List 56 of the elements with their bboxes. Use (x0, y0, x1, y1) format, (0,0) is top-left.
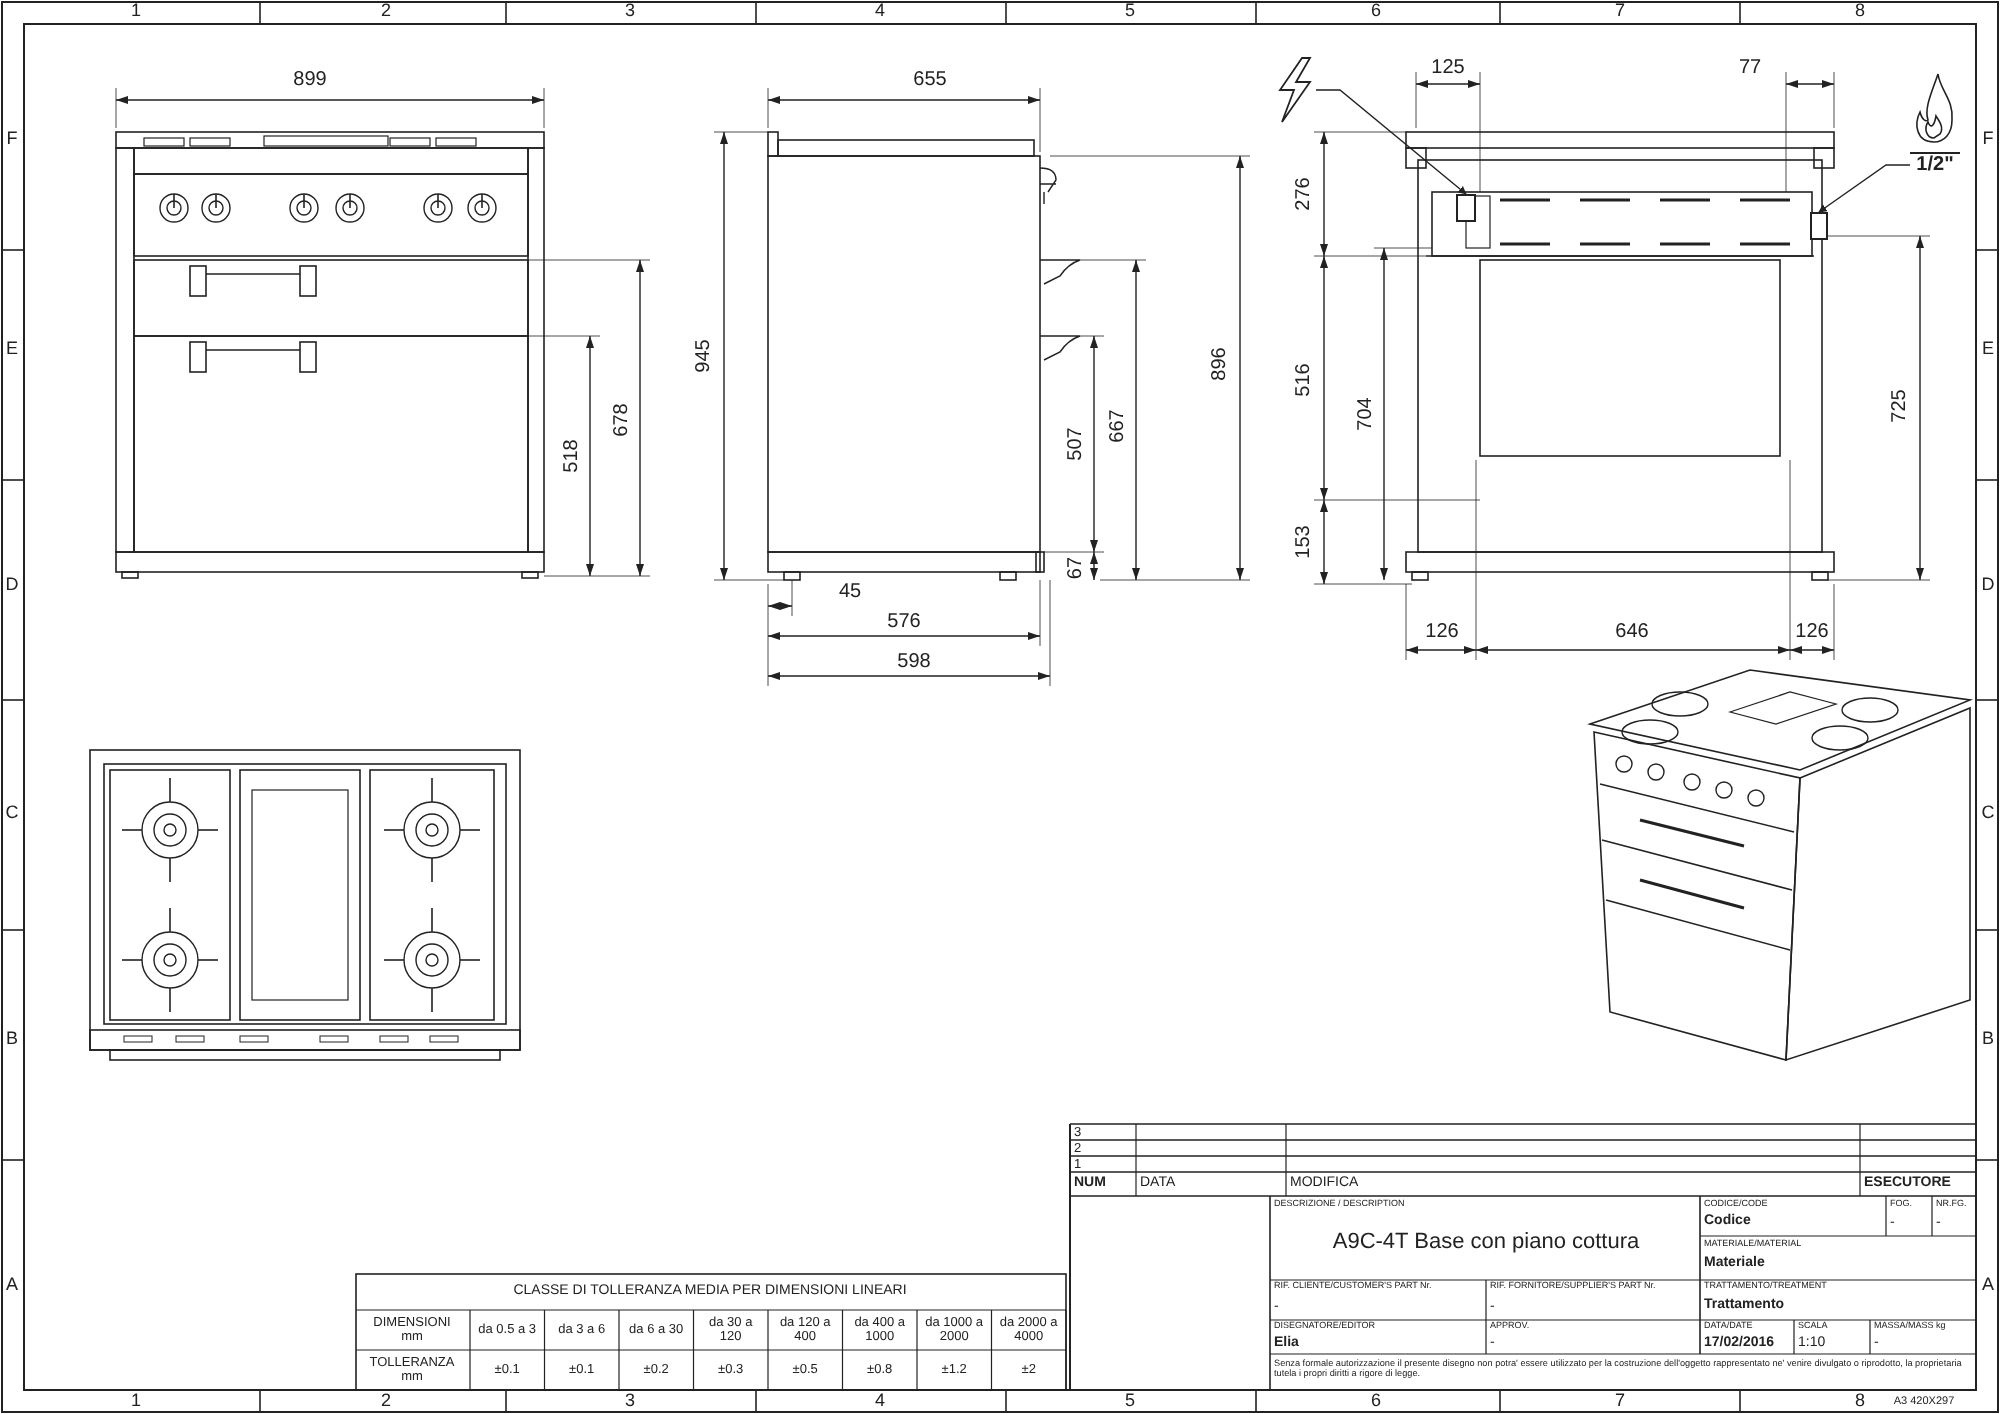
grid-reference: 3 (625, 1392, 635, 1412)
grid-reference: E (1982, 340, 1994, 360)
dimension-text: 45 (838, 581, 862, 603)
grid-reference: B (1982, 1030, 1994, 1050)
grid-reference: 2 (381, 2, 391, 22)
dimension-text: 576 (887, 611, 921, 633)
dimension-text: 598 (897, 651, 931, 673)
dimension-text: 518 (561, 439, 583, 473)
grid-reference: B (6, 1030, 18, 1050)
dimension-text: 126 (1425, 621, 1459, 643)
grid-reference: 2 (381, 1392, 391, 1412)
grid-reference: 3 (625, 2, 635, 22)
grid-reference: C (5, 804, 19, 824)
grid-reference: 4 (875, 2, 885, 22)
dimension-text: 77 (1738, 57, 1762, 79)
grid-reference: 5 (1125, 2, 1135, 22)
dimension-text: 126 (1795, 621, 1829, 643)
dimension-text: 507 (1065, 427, 1087, 461)
grid-reference: 7 (1615, 2, 1625, 22)
electrical-connection-box (1456, 194, 1476, 222)
dimension-text: 516 (1293, 363, 1315, 397)
dimension-text: 276 (1293, 177, 1315, 211)
grid-reference: D (1981, 576, 1995, 596)
grid-reference: D (5, 576, 19, 596)
thread-size-label: 1/2" (1910, 152, 1960, 178)
grid-reference: 1 (131, 2, 141, 22)
dimension-text: 704 (1355, 397, 1377, 431)
dimension-text: 678 (611, 403, 633, 437)
grid-reference: C (1981, 804, 1995, 824)
grid-reference: E (6, 340, 18, 360)
dimension-text: 945 (693, 339, 715, 373)
dimension-text: 725 (1889, 389, 1911, 423)
grid-reference: 1 (131, 1392, 141, 1412)
grid-reference: 6 (1371, 1392, 1381, 1412)
grid-reference: F (1982, 130, 1994, 150)
dimension-text: 153 (1293, 525, 1315, 559)
grid-reference: F (6, 130, 18, 150)
grid-reference: 7 (1615, 1392, 1625, 1412)
dimension-text: 667 (1107, 409, 1129, 443)
grid-reference: 8 (1855, 1392, 1865, 1412)
dimension-text: 896 (1209, 347, 1231, 381)
dimension-text: 125 (1431, 57, 1465, 79)
grid-reference: A (1982, 1276, 1994, 1296)
drawing-title: A9C-4T Base con piano cottura (1332, 1229, 1640, 1255)
gas-connection-fitting (1810, 212, 1828, 240)
dimension-text: 67 (1065, 556, 1087, 580)
grid-reference: 8 (1855, 2, 1865, 22)
dimension-text: 655 (913, 69, 947, 91)
dimension-text: 899 (293, 69, 327, 91)
grid-reference: A (6, 1276, 18, 1296)
dimension-text: 646 (1615, 621, 1649, 643)
grid-reference: 4 (875, 1392, 885, 1412)
leader-line (1818, 164, 1911, 213)
grid-reference: 5 (1125, 1392, 1135, 1412)
leader-line (1315, 89, 1467, 195)
grid-reference: 6 (1371, 2, 1381, 22)
